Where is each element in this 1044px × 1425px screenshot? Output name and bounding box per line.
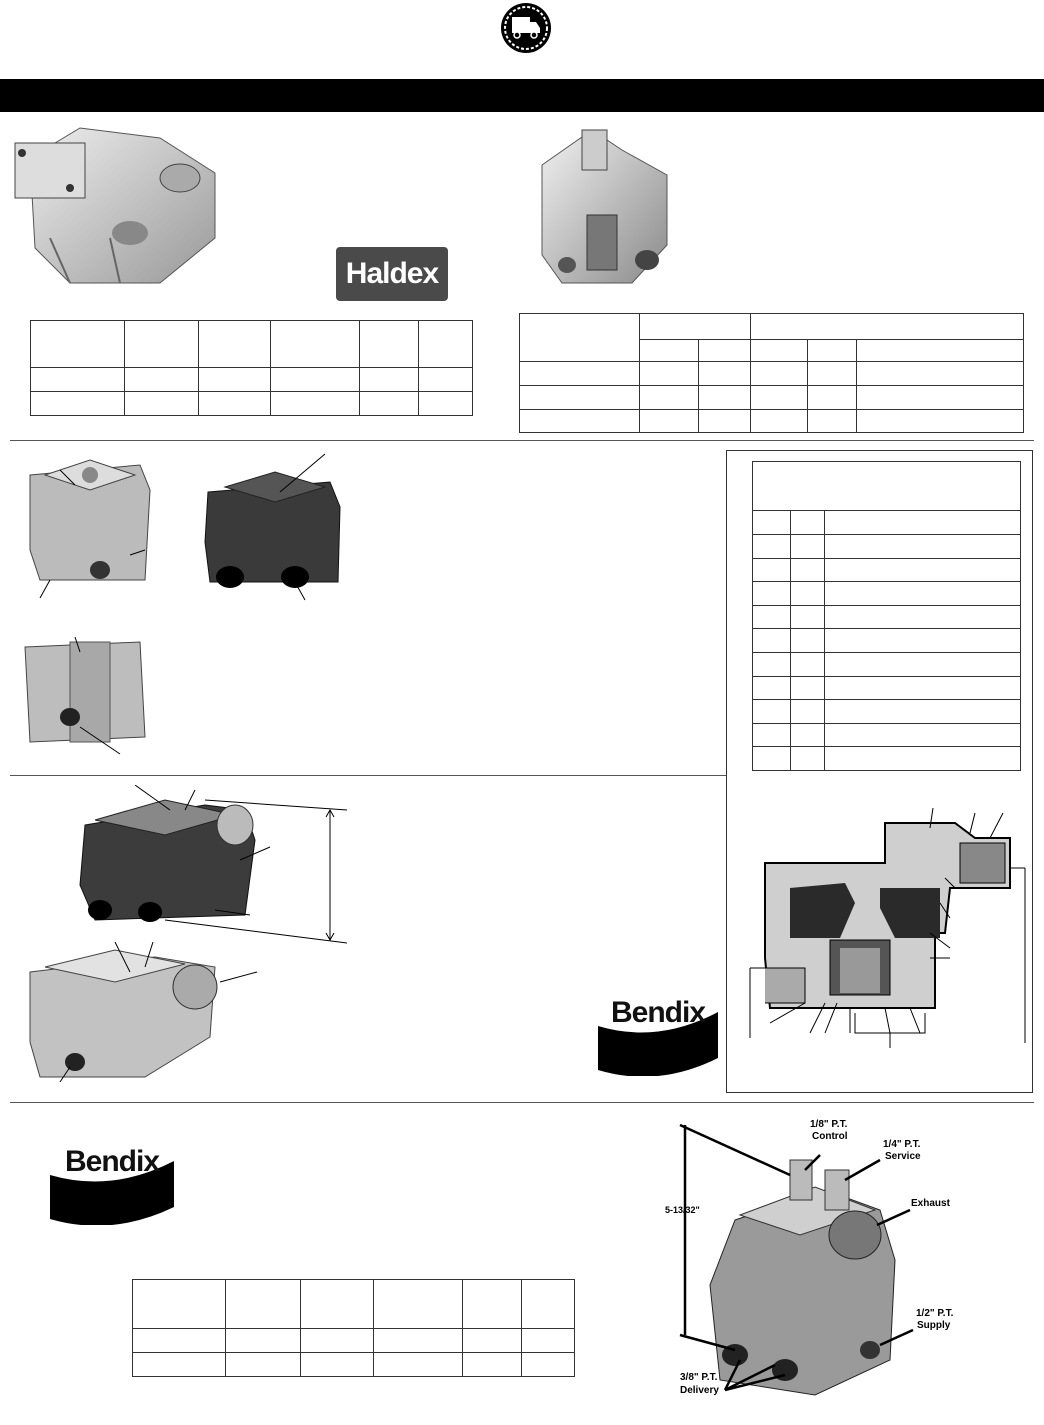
spec-panel	[726, 450, 1033, 1093]
valve-photo-relay-e	[25, 941, 260, 1083]
label-height: 5-13/32"	[665, 1205, 700, 1215]
label-control-size: 1/8" P.T.	[810, 1119, 848, 1130]
bendix-wordmark-1: Bendix	[610, 996, 706, 1029]
bendix-logo-2: Bendix	[50, 1147, 174, 1225]
label-delivery-size: 3/8" P.T.	[680, 1372, 718, 1383]
haldex-logo: Haldex	[336, 247, 448, 301]
valve-photo-relay-d	[75, 784, 355, 945]
label-service: Service	[885, 1151, 921, 1162]
table-1	[30, 320, 473, 416]
table-2	[519, 313, 1024, 433]
rule-2	[10, 775, 726, 776]
cutaway-diagram	[745, 807, 1030, 1053]
truck-icon	[499, 1, 553, 55]
label-delivery: Delivery	[680, 1385, 719, 1396]
bendix-wordmark-2: Bendix	[64, 1145, 160, 1178]
label-service-size: 1/4" P.T.	[883, 1139, 921, 1150]
table-4	[132, 1279, 575, 1377]
table-3	[752, 460, 1021, 771]
label-control: Control	[812, 1131, 848, 1142]
valve-photo-quick-release	[532, 125, 674, 290]
bendix-logo-1: Bendix	[598, 998, 718, 1076]
rule-1	[10, 440, 1034, 441]
label-supply: Supply	[917, 1320, 951, 1331]
labeled-valve-diagram: 1/8" P.T. Control 1/4" P.T. Service Exha…	[665, 1115, 965, 1415]
label-supply-size: 1/2" P.T.	[916, 1308, 954, 1319]
label-exhaust: Exhaust	[911, 1198, 951, 1209]
rule-3	[10, 1102, 1034, 1103]
valve-photo-relay-c	[20, 632, 150, 757]
valve-photo-haldex	[10, 118, 225, 290]
valve-photo-relay-a	[20, 450, 160, 600]
header-bar	[0, 79, 1044, 112]
valve-photo-relay-b	[200, 452, 345, 602]
